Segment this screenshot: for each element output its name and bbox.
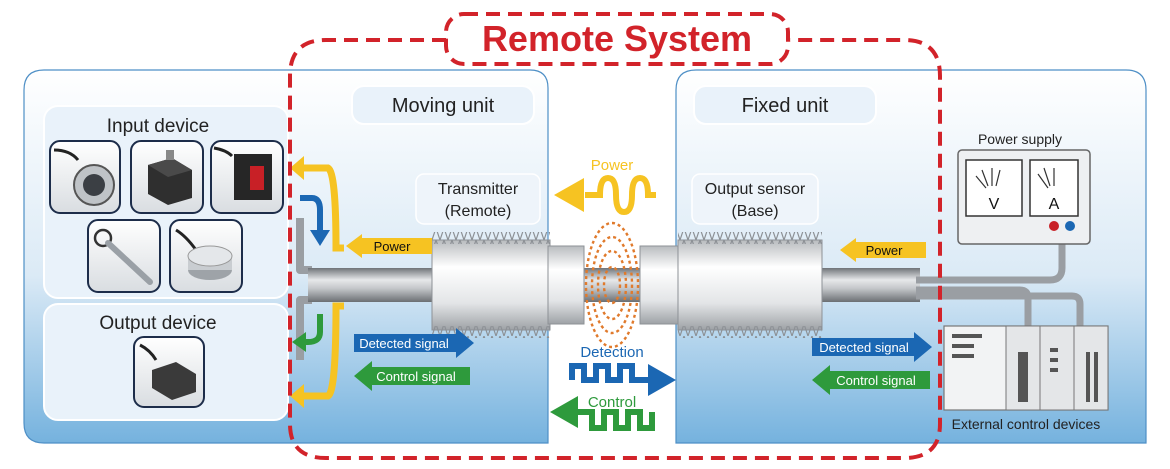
right-power-label: Power [866,243,904,258]
power-supply-device [957,149,1091,245]
title: Remote System [482,18,752,59]
sensor-label-box [691,173,819,225]
center-detection-wave [569,363,648,383]
left-detected-label: Detected signal [359,336,449,351]
moving-unit-label: Moving unit [392,95,495,117]
right-power-arrow [840,238,926,262]
device-photoelectric-sensor [210,140,284,214]
title-box [444,12,790,66]
device-square-switch [130,140,204,214]
sensor-label-line2: (Base) [731,203,778,220]
sensor-cylinder [639,232,823,338]
center-control-arrow-head [550,396,578,428]
external-control-devices [943,325,1109,411]
power-loop-lower [302,302,344,400]
inductive-coil [584,221,640,349]
transmitter-label-line1: Transmitter [438,181,519,198]
center-control-label: Control [588,394,636,411]
left-detected-arrow [354,328,474,358]
shaft [308,268,920,302]
transmitter-label-box [415,173,541,225]
detect-loop-head [310,230,330,246]
center-detection-label: Detection [580,344,643,361]
right-detected-label: Detected signal [819,340,909,355]
device-output-relay [133,336,205,408]
center-power-label: Power [591,157,634,174]
device-round-sensor [49,140,121,214]
power-loop-upper-head [290,156,304,180]
transmitter-label-line2: (Remote) [445,203,512,220]
input-device-label: Input device [107,116,209,137]
left-power-arrow [346,234,432,258]
right-cable-to-power [916,234,1066,284]
control-loop-head [292,332,306,352]
center-power-wave [585,174,656,216]
center-control-wave [578,409,655,431]
remote-system-frame [288,38,942,460]
left-control-arrow [354,361,470,391]
right-detected-arrow [812,332,932,362]
external-devices-label: External control devices [952,416,1101,432]
ammeter-label: A [1049,196,1060,213]
power-loop-lower-head [290,384,304,408]
sensor-label-line1: Output sensor [705,181,806,198]
control-loop [304,314,323,345]
transmitter-cylinder [431,232,585,338]
moving-unit-label-box [351,85,535,125]
fixed-unit-label: Fixed unit [742,95,829,117]
output-device-label: Output device [99,313,216,334]
voltmeter-label: V [989,196,1000,213]
right-control-arrow [812,365,930,395]
center-detection-arrow-head [648,364,676,396]
left-control-label: Control signal [376,369,456,384]
right-control-label: Control signal [836,373,916,388]
detect-loop [300,195,323,232]
device-rod-sensor [87,219,161,293]
right-cable-to-plc-2 [916,292,1084,328]
fixed-unit-label-box [693,85,877,125]
power-loop-upper [300,164,344,252]
device-disc-sensor [169,219,243,293]
power-supply-label: Power supply [978,131,1062,147]
center-power-arrow-head [554,178,584,212]
left-power-label: Power [374,239,412,254]
